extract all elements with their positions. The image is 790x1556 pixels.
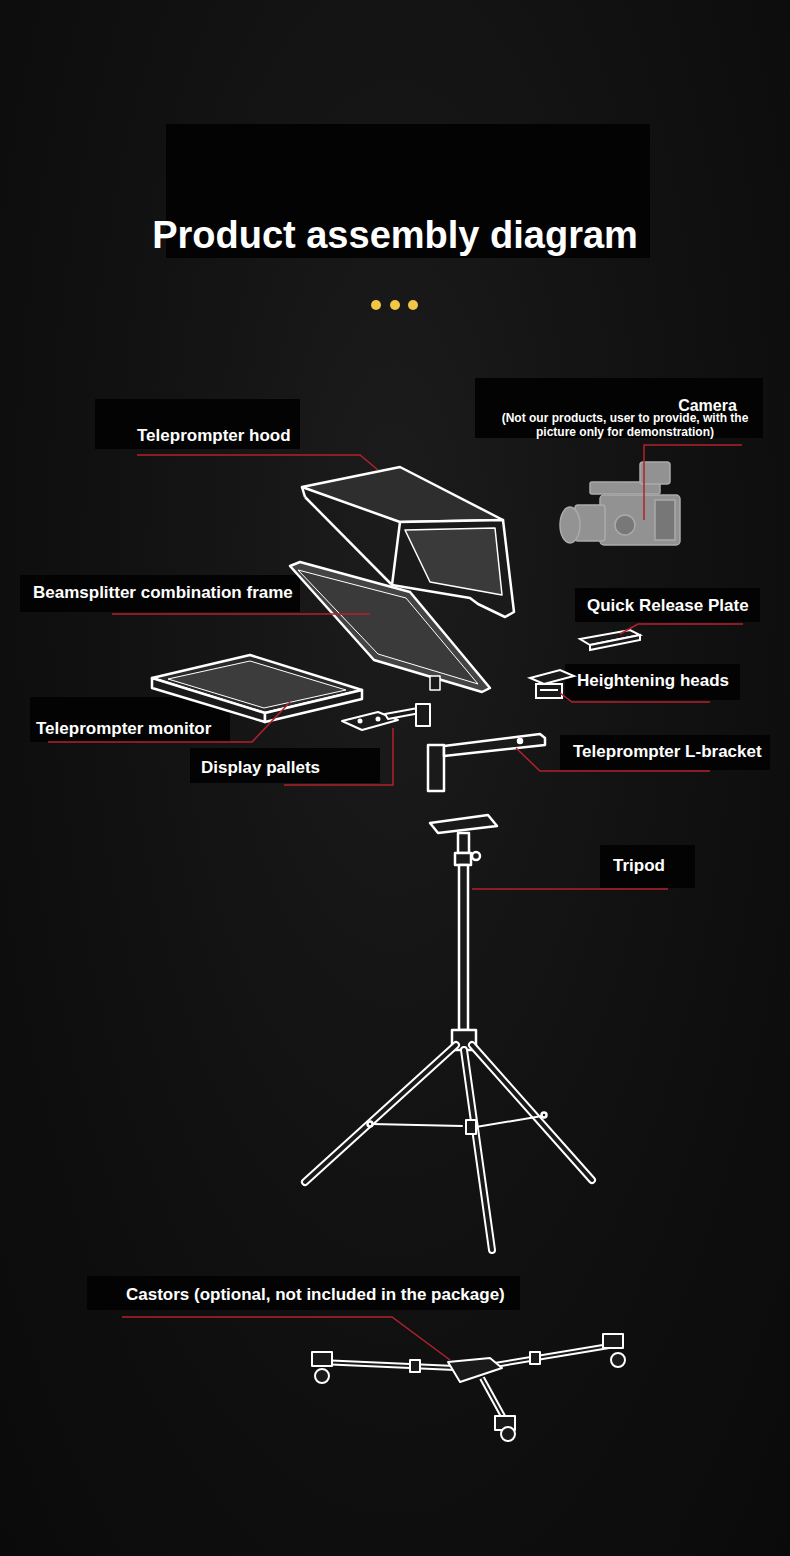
part-label: Teleprompter hood [137,426,291,446]
diagram-title: Product assembly diagram [0,212,790,258]
part-label: Tripod [613,856,665,876]
head-figure [530,670,574,698]
part-label: Beamsplitter combination frame [33,583,293,603]
part-label: Quick Release Plate [587,596,749,616]
part-label: Teleprompter monitor [36,719,211,739]
castor-figure [312,1334,625,1441]
beamsplitter-figure [290,562,490,692]
tripod-figure [305,815,592,1250]
leader-lines [48,445,743,1360]
part-label: Castors (optional, not included in the p… [126,1285,505,1305]
monitor-figure [152,655,362,722]
decor-dots [371,300,418,310]
note-text: (Not our products, user to provide, with… [496,411,754,439]
label-patches [20,124,770,1310]
pallet-figure [342,704,430,730]
part-label: Display pallets [201,758,320,778]
part-label: Teleprompter L-bracket [573,742,762,762]
part-label: Heightening heads [577,671,729,691]
plate-figure [580,630,640,650]
camera-figure [560,462,680,545]
lbracket-figure [428,734,545,791]
